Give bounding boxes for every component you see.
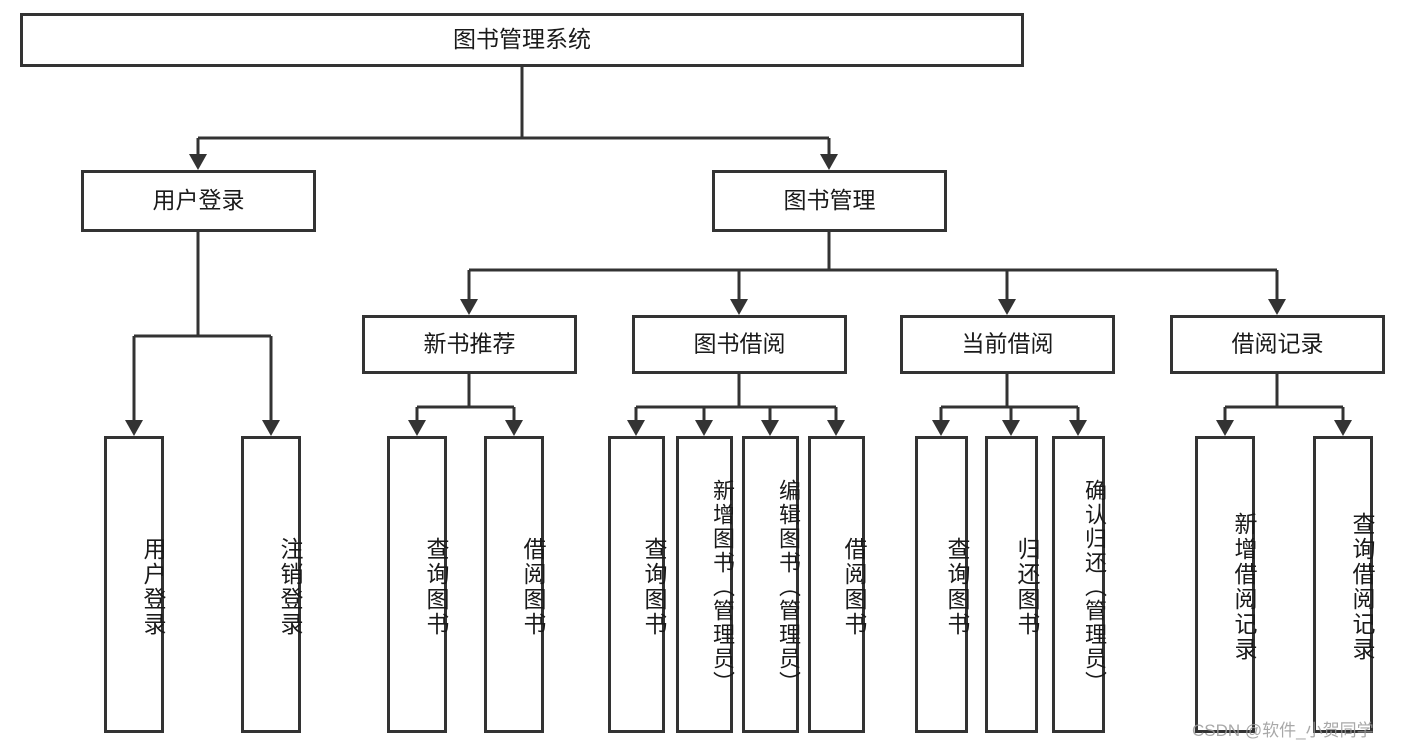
node-label-user-login: 用户登录 xyxy=(153,187,245,213)
node-label-borrow-record: 借阅记录 xyxy=(1232,331,1324,357)
node-box-leaf-add-book-admin[interactable] xyxy=(676,436,733,733)
node-label-book-manage: 图书管理 xyxy=(784,187,876,213)
edge-currentborrow-to-leaves-arrowhead-2 xyxy=(1069,420,1087,436)
edge-userlogin-to-leaves-arrowhead-1 xyxy=(262,420,280,436)
node-box-leaf-edit-book-admin[interactable] xyxy=(742,436,799,733)
edge-currentborrow-to-leaves-arrowhead-0 xyxy=(932,420,950,436)
node-box-layer xyxy=(20,13,1385,733)
edge-bookborrow-to-leaves-arrowhead-2 xyxy=(761,420,779,436)
edge-bookmanage-to-level2-arrowhead-2 xyxy=(998,299,1016,315)
edge-borrowrecord-to-leaves-arrowhead-1 xyxy=(1334,420,1352,436)
edge-bookborrow-to-leaves-arrowhead-3 xyxy=(827,420,845,436)
edge-newbook-to-leaves xyxy=(408,374,523,436)
node-box-user-login[interactable] xyxy=(81,170,316,232)
node-box-leaf-add-borrow-record[interactable] xyxy=(1195,436,1255,733)
node-box-leaf-query-borrow-record[interactable] xyxy=(1313,436,1373,733)
node-box-leaf-query-book-borrow[interactable] xyxy=(608,436,665,733)
edge-bookborrow-to-leaves-arrowhead-1 xyxy=(695,420,713,436)
node-box-root[interactable] xyxy=(20,13,1024,67)
edge-userlogin-to-leaves-arrowhead-0 xyxy=(125,420,143,436)
edge-bookmanage-to-level2-arrowhead-3 xyxy=(1268,299,1286,315)
node-box-leaf-user-login[interactable] xyxy=(104,436,164,733)
edge-bookborrow-to-leaves xyxy=(627,374,845,436)
edge-root-to-level1-arrowhead-1 xyxy=(820,154,838,170)
node-box-leaf-logout[interactable] xyxy=(241,436,301,733)
node-label-current-borrow: 当前借阅 xyxy=(962,331,1054,357)
edge-borrowrecord-to-leaves xyxy=(1216,374,1352,436)
node-box-leaf-query-book-new[interactable] xyxy=(387,436,447,733)
node-box-current-borrow[interactable] xyxy=(900,315,1115,374)
edge-bookmanage-to-level2-arrowhead-0 xyxy=(460,299,478,315)
node-box-leaf-query-book-current[interactable] xyxy=(915,436,968,733)
edge-currentborrow-to-leaves xyxy=(932,374,1087,436)
node-box-book-manage[interactable] xyxy=(712,170,947,232)
edge-newbook-to-leaves-arrowhead-1 xyxy=(505,420,523,436)
node-label-new-book-recommend: 新书推荐 xyxy=(424,331,516,357)
node-box-leaf-confirm-return-admin[interactable] xyxy=(1052,436,1105,733)
edge-bookmanage-to-level2-arrowhead-1 xyxy=(730,299,748,315)
node-box-leaf-return-book[interactable] xyxy=(985,436,1038,733)
edge-borrowrecord-to-leaves-arrowhead-0 xyxy=(1216,420,1234,436)
edge-currentborrow-to-leaves-arrowhead-1 xyxy=(1002,420,1020,436)
edge-root-to-level1 xyxy=(189,67,838,170)
node-box-book-borrow[interactable] xyxy=(632,315,847,374)
edge-layer xyxy=(125,67,1352,436)
node-label-root: 图书管理系统 xyxy=(453,26,591,52)
node-box-leaf-borrow-book[interactable] xyxy=(808,436,865,733)
node-label-book-borrow: 图书借阅 xyxy=(694,331,786,357)
csdn-watermark: CSDN @软件_小贺同学 xyxy=(1192,721,1374,740)
edge-userlogin-to-leaves xyxy=(125,232,280,436)
node-box-borrow-record[interactable] xyxy=(1170,315,1385,374)
node-box-new-book-recommend[interactable] xyxy=(362,315,577,374)
edge-bookborrow-to-leaves-arrowhead-0 xyxy=(627,420,645,436)
edge-newbook-to-leaves-arrowhead-0 xyxy=(408,420,426,436)
edge-root-to-level1-arrowhead-0 xyxy=(189,154,207,170)
node-box-leaf-borrow-book-new[interactable] xyxy=(484,436,544,733)
edge-bookmanage-to-level2 xyxy=(460,232,1286,315)
